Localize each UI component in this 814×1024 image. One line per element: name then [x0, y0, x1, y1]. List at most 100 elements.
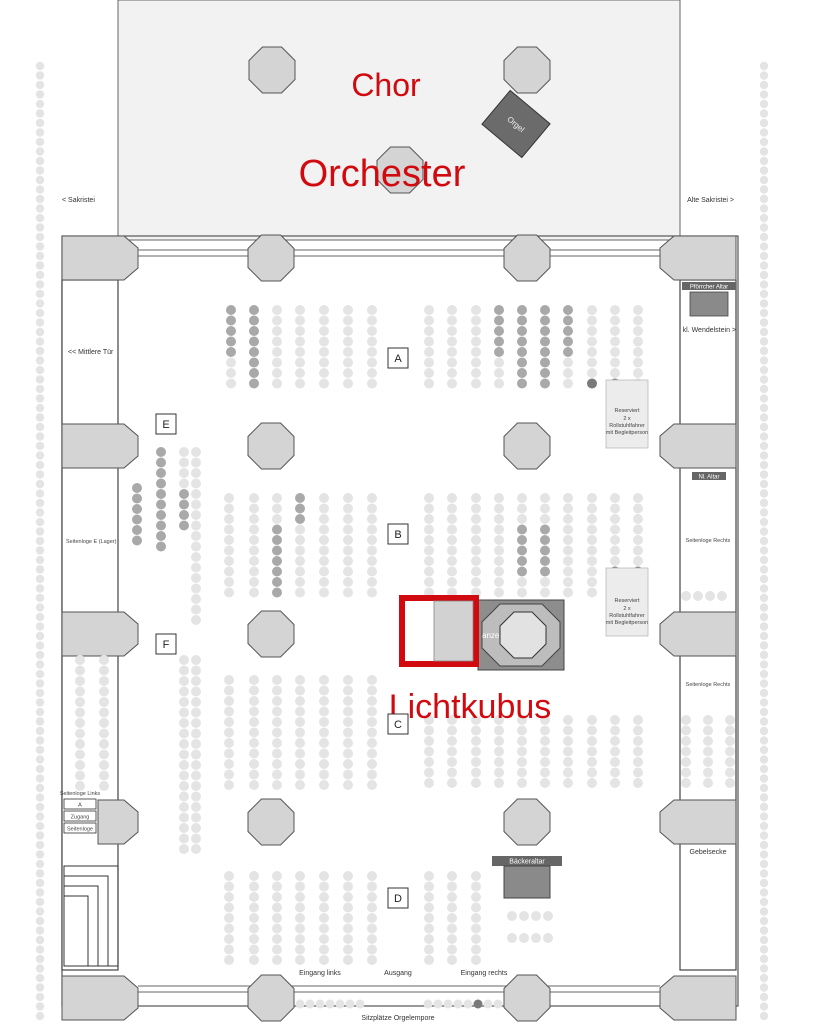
- edge-seat[interactable]: [759, 489, 769, 498]
- seat[interactable]: [610, 357, 620, 368]
- seat[interactable]: [471, 892, 481, 902]
- edge-seat[interactable]: [759, 289, 769, 299]
- seat[interactable]: [563, 514, 573, 524]
- seat[interactable]: [99, 781, 109, 791]
- seat[interactable]: [633, 778, 643, 788]
- seat[interactable]: [367, 955, 377, 965]
- seat[interactable]: [424, 892, 434, 902]
- seat[interactable]: [224, 944, 234, 955]
- edge-seat[interactable]: [35, 574, 45, 584]
- seat[interactable]: [367, 587, 377, 598]
- seat[interactable]: [693, 591, 703, 601]
- seat[interactable]: [319, 378, 329, 389]
- seat[interactable]: [249, 336, 259, 347]
- seat[interactable]: [319, 717, 329, 727]
- seat[interactable]: [587, 378, 597, 389]
- seat[interactable]: [517, 524, 527, 535]
- seat[interactable]: [367, 545, 377, 556]
- edge-seat[interactable]: [35, 793, 45, 802]
- seat[interactable]: [249, 347, 259, 357]
- seat[interactable]: [224, 535, 234, 545]
- empore-seat[interactable]: [443, 999, 453, 1009]
- edge-seat[interactable]: [35, 726, 45, 736]
- seat[interactable]: [272, 944, 282, 955]
- edge-seat[interactable]: [759, 935, 769, 945]
- seat[interactable]: [367, 913, 377, 923]
- seat[interactable]: [191, 728, 201, 739]
- seat[interactable]: [424, 305, 434, 315]
- seat[interactable]: [633, 493, 643, 503]
- edge-seat[interactable]: [759, 242, 769, 251]
- edge-seat[interactable]: [35, 831, 45, 840]
- edge-seat[interactable]: [35, 745, 45, 755]
- seat[interactable]: [191, 499, 201, 510]
- seat[interactable]: [610, 757, 620, 767]
- edge-seat[interactable]: [35, 185, 45, 194]
- seat[interactable]: [540, 736, 550, 746]
- seat[interactable]: [132, 493, 142, 504]
- seat[interactable]: [494, 503, 504, 514]
- edge-seat[interactable]: [35, 603, 45, 612]
- seat[interactable]: [447, 736, 457, 746]
- seat[interactable]: [75, 728, 85, 739]
- seat[interactable]: [540, 778, 550, 788]
- edge-seat[interactable]: [759, 109, 769, 118]
- seat[interactable]: [424, 934, 434, 944]
- seat[interactable]: [191, 802, 201, 812]
- seat[interactable]: [517, 326, 527, 336]
- edge-seat[interactable]: [35, 90, 45, 99]
- seat[interactable]: [471, 955, 481, 965]
- edge-seat[interactable]: [35, 593, 45, 603]
- seat[interactable]: [633, 503, 643, 514]
- seat[interactable]: [295, 944, 305, 955]
- seat[interactable]: [447, 715, 457, 725]
- edge-seat[interactable]: [759, 375, 769, 384]
- seat[interactable]: [156, 457, 166, 468]
- seat[interactable]: [471, 871, 481, 881]
- edge-seat[interactable]: [35, 71, 45, 80]
- seat[interactable]: [587, 767, 597, 778]
- seat[interactable]: [75, 770, 85, 781]
- edge-seat[interactable]: [35, 935, 45, 945]
- edge-seat[interactable]: [759, 422, 769, 432]
- seat[interactable]: [633, 736, 643, 746]
- seat[interactable]: [494, 514, 504, 524]
- edge-seat[interactable]: [35, 375, 45, 384]
- edge-seat[interactable]: [35, 964, 45, 973]
- seat[interactable]: [272, 706, 282, 717]
- seat[interactable]: [447, 493, 457, 503]
- edge-seat[interactable]: [759, 755, 769, 764]
- seat[interactable]: [447, 767, 457, 778]
- seat[interactable]: [319, 315, 329, 326]
- seat[interactable]: [319, 493, 329, 503]
- seat[interactable]: [191, 604, 201, 615]
- edge-seat[interactable]: [35, 850, 45, 859]
- seat[interactable]: [447, 892, 457, 902]
- seat[interactable]: [540, 746, 550, 757]
- seat[interactable]: [191, 552, 201, 562]
- edge-seat[interactable]: [35, 926, 45, 935]
- edge-seat[interactable]: [35, 318, 45, 327]
- seat[interactable]: [343, 587, 353, 598]
- seat[interactable]: [587, 778, 597, 788]
- edge-seat[interactable]: [35, 584, 45, 593]
- seat[interactable]: [517, 315, 527, 326]
- seat[interactable]: [191, 812, 201, 823]
- seat[interactable]: [272, 336, 282, 347]
- seat[interactable]: [447, 746, 457, 757]
- edge-seat[interactable]: [35, 992, 45, 1002]
- edge-seat[interactable]: [759, 983, 769, 992]
- edge-seat[interactable]: [759, 878, 769, 888]
- seat[interactable]: [424, 944, 434, 955]
- seat[interactable]: [99, 676, 109, 686]
- seat[interactable]: [494, 347, 504, 357]
- seat[interactable]: [471, 514, 481, 524]
- seat[interactable]: [179, 510, 189, 520]
- edge-seat[interactable]: [35, 365, 45, 375]
- seat[interactable]: [367, 738, 377, 748]
- seat[interactable]: [295, 892, 305, 902]
- seat[interactable]: [424, 524, 434, 535]
- seat[interactable]: [224, 675, 234, 685]
- seat[interactable]: [424, 767, 434, 778]
- seat[interactable]: [319, 902, 329, 913]
